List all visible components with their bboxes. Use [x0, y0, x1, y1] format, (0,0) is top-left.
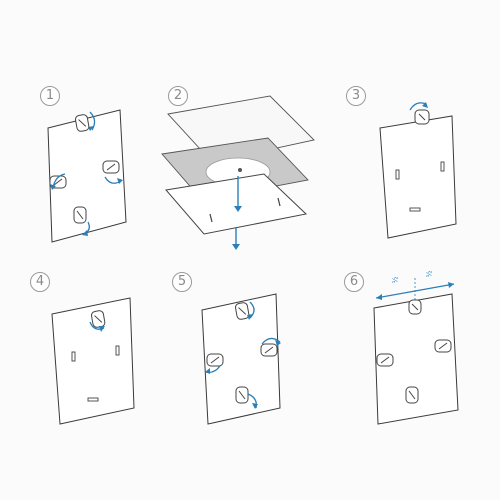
- step-number-badge: 5: [172, 272, 192, 292]
- clip-icon: [434, 339, 452, 353]
- clip-icon: [206, 353, 224, 367]
- frame-backing-panel: [379, 115, 457, 239]
- glass-pane: [167, 95, 315, 163]
- rotate-clip-icon: [409, 102, 427, 111]
- slot-icon: [87, 397, 99, 402]
- clip-icon: [91, 310, 106, 328]
- slot-icon: [115, 345, 120, 356]
- frame-backing-panel: [165, 173, 308, 235]
- step-number-badge: 2: [168, 86, 188, 106]
- clip-icon: [73, 206, 87, 224]
- step-number-badge: 1: [40, 86, 60, 106]
- clip-icon: [235, 302, 250, 320]
- slot-icon: [71, 351, 76, 362]
- slot-icon: [440, 161, 445, 172]
- slot-icon: [395, 169, 400, 180]
- clip-icon: [260, 343, 278, 357]
- clip-icon: [405, 386, 419, 404]
- step-6: 6 ½ ½: [340, 268, 500, 448]
- rotate-clip-icon: [89, 111, 96, 131]
- slot-icon: [409, 207, 421, 212]
- dimension-label-right: ½: [425, 270, 434, 278]
- step-1: 1: [30, 82, 190, 262]
- step-5: 5: [170, 268, 330, 448]
- step-number-badge: 3: [346, 86, 366, 106]
- hanger-icon: [408, 299, 422, 315]
- step-number-badge: 6: [344, 272, 364, 292]
- clip-icon: [102, 160, 120, 174]
- clip-icon: [75, 114, 90, 132]
- step-3: 3: [340, 82, 500, 262]
- frame-backing-panel: [51, 297, 135, 425]
- step-6-illustration: [373, 278, 459, 425]
- step-2: 2: [160, 82, 320, 262]
- step-4: 4: [30, 268, 190, 448]
- step-4-illustration: [51, 297, 135, 425]
- step-2-illustration: [161, 95, 315, 250]
- clip-icon: [376, 353, 394, 367]
- hanger-icon: [414, 109, 430, 125]
- frame-backing-panel: [47, 109, 127, 243]
- clip-icon: [235, 386, 249, 404]
- step-5-illustration: [201, 293, 281, 425]
- step-3-illustration: [379, 102, 457, 239]
- step-1-illustration: [47, 109, 127, 243]
- step-number-badge: 4: [30, 272, 50, 292]
- frame-backing-panel: [201, 293, 281, 425]
- frame-backing-panel: [373, 293, 459, 425]
- dimension-label-left: ½: [391, 276, 400, 284]
- rotate-clip-icon: [261, 337, 281, 345]
